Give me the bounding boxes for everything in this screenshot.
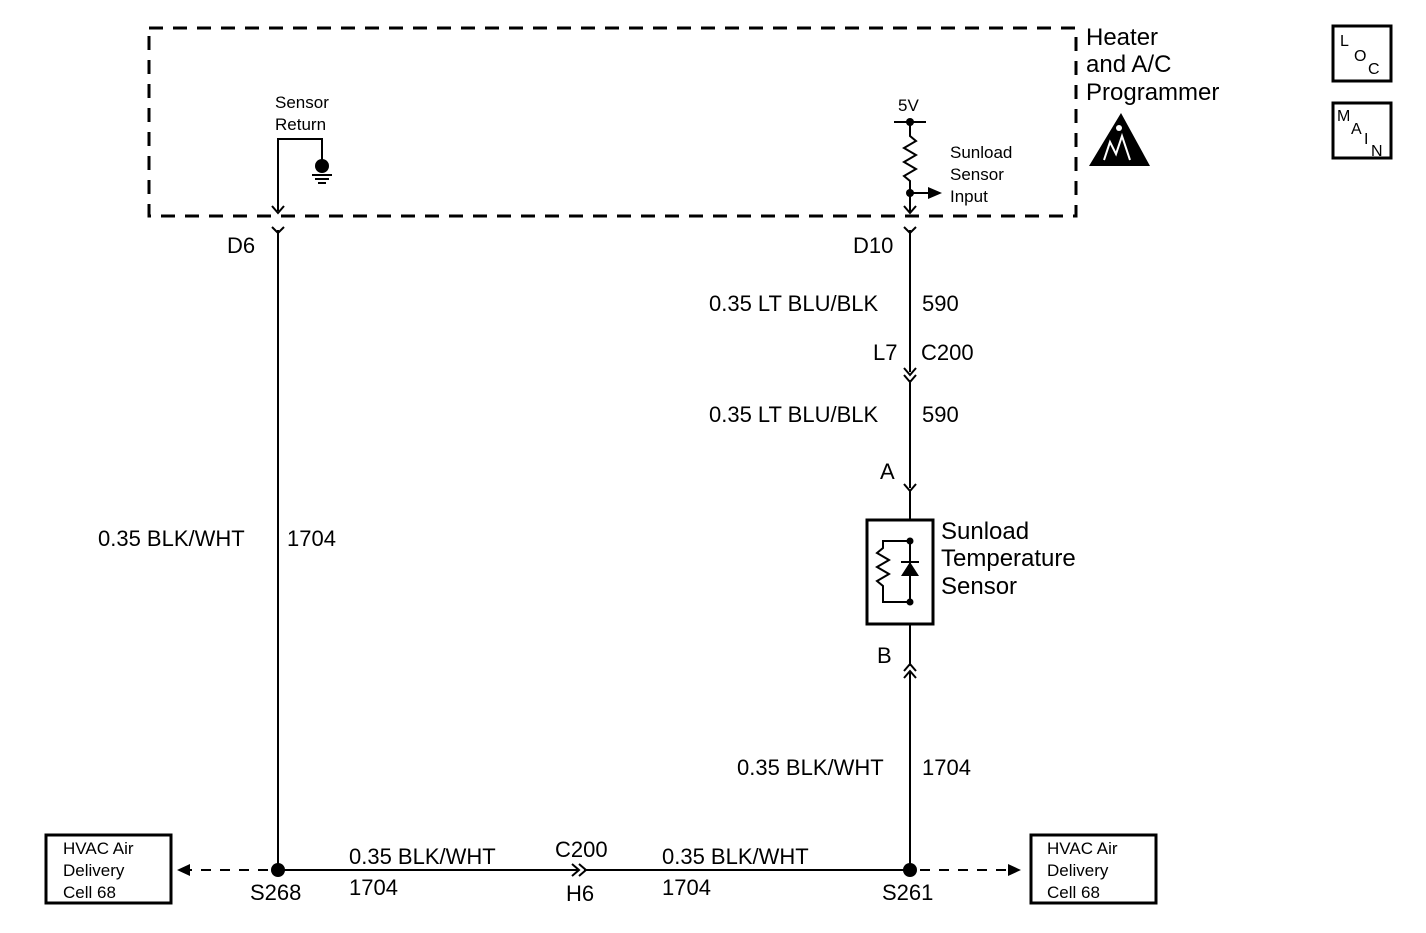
sensor-name-line-2: Temperature [941,545,1076,572]
module-name-line-3: Programmer [1086,79,1219,106]
sensor-name-line-1: Sunload [941,518,1029,545]
right-wire: D10 0.35 LT BLU/BLK 590 L7 C200 0.35 LT … [709,226,974,520]
sunload-input-label-3: Input [950,187,988,206]
right-lower-wire: B 0.35 BLK/WHT 1704 [737,624,971,870]
main-icon-letter-3: I [1364,131,1368,148]
sunload-input-circuit: 5V Sunload Sensor Input [894,96,1012,215]
bottom-wire: 0.35 BLK/WHT 1704 C200 H6 0.35 BLK/WHT 1… [250,837,933,906]
splice-s268-label: S268 [250,880,301,905]
voltage-label: 5V [898,96,919,115]
main-icon-letter-1: M [1337,108,1350,125]
right-upper-wire-gauge-color: 0.35 LT BLU/BLK [709,291,879,316]
bottom-left-wire-gauge-color: 0.35 BLK/WHT [349,844,496,869]
esd-warning-icon [1089,113,1150,166]
sunload-temperature-sensor: Sunload Temperature Sensor [865,518,1076,626]
module-boundary [147,26,1078,218]
splice-s268-dot [271,863,285,877]
loc-icon-letter-3: C [1368,61,1380,78]
connector-c200-right-label: C200 [921,340,974,365]
sunload-input-label-1: Sunload [950,143,1012,162]
right-lower-wire-gauge-color: 0.35 BLK/WHT [737,755,884,780]
hvac-reference-right[interactable]: HVAC Air Delivery Cell 68 [1029,833,1158,905]
pin-d6-label: D6 [227,233,255,258]
hvac-right-line-3: Cell 68 [1047,883,1100,902]
main-icon[interactable]: M A I N [1331,101,1393,160]
left-wire: D6 0.35 BLK/WHT 1704 [98,226,336,870]
module-name-line-1: Heater [1086,24,1158,51]
main-icon-letter-2: A [1351,121,1362,138]
pin-a-label: A [880,459,895,484]
right-middle-wire-circuit: 590 [922,402,959,427]
main-icon-letter-4: N [1371,143,1383,160]
hvac-left-line-2: Delivery [63,861,125,880]
right-reference-link [920,864,1021,876]
pin-l7-label: L7 [873,340,897,365]
loc-icon[interactable]: L O C [1331,24,1393,83]
left-wire-circuit: 1704 [287,526,336,551]
sunload-input-label-2: Sensor [950,165,1004,184]
sensor-name-line-3: Sensor [941,573,1017,600]
hvac-right-line-1: HVAC Air [1047,839,1118,858]
hvac-reference-left[interactable]: HVAC Air Delivery Cell 68 [44,833,173,905]
pin-b-label: B [877,643,892,668]
sensor-return: Sensor Return [271,93,332,215]
hvac-left-line-3: Cell 68 [63,883,116,902]
bottom-right-wire-gauge-color: 0.35 BLK/WHT [662,844,809,869]
hvac-left-line-1: HVAC Air [63,839,134,858]
splice-s261-label: S261 [882,880,933,905]
connector-c200-bottom-label: C200 [555,837,608,862]
right-middle-wire-gauge-color: 0.35 LT BLU/BLK [709,402,879,427]
splice-s261-dot [903,863,917,877]
sensor-return-label-2: Return [275,115,326,134]
right-lower-wire-circuit: 1704 [922,755,971,780]
right-upper-wire-circuit: 590 [922,291,959,316]
module-name-line-2: and A/C [1086,51,1171,78]
pin-h6-label: H6 [566,881,594,906]
module-name: Heater and A/C Programmer [1086,24,1219,106]
bottom-right-wire-circuit: 1704 [662,875,711,900]
left-reference-link [177,864,268,876]
bottom-left-wire-circuit: 1704 [349,875,398,900]
left-wire-gauge-color: 0.35 BLK/WHT [98,526,245,551]
loc-icon-letter-1: L [1340,33,1349,50]
hvac-right-line-2: Delivery [1047,861,1109,880]
loc-icon-letter-2: O [1354,48,1366,65]
sensor-return-label-1: Sensor [275,93,329,112]
pin-d10-label: D10 [853,233,893,258]
